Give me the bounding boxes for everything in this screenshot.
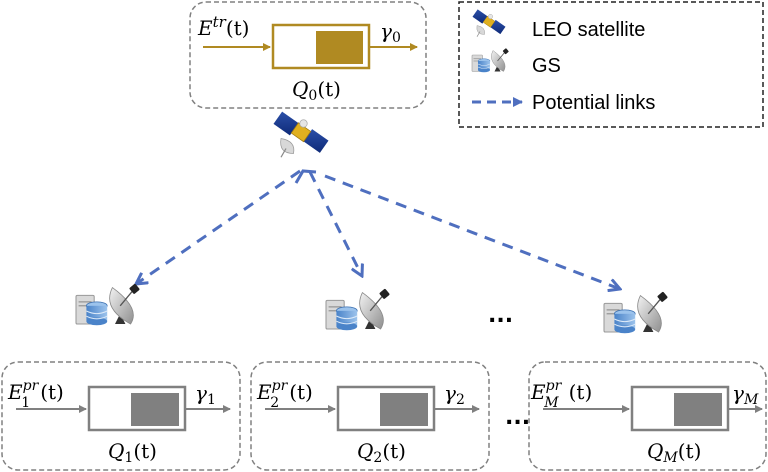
svg-text:γ2: γ2 (444, 381, 465, 408)
legend-label-links: Potential links (532, 92, 655, 114)
legend-label-satellite: LEO satellite (532, 19, 645, 41)
svg-text:Q1(t): Q1(t) (108, 439, 157, 466)
legend-border (458, 1, 764, 128)
satellite-queue-border (189, 1, 427, 109)
satellite-output-label: γ0 (380, 19, 401, 46)
satellite-queue-fill (316, 31, 363, 64)
link-to-gs-m (324, 174, 620, 289)
potential-links (136, 169, 620, 289)
leo-satellite-icon (272, 110, 330, 158)
svg-text:γ1: γ1 (195, 381, 216, 408)
legend: LEO satellite GS Potential links (458, 1, 764, 128)
satellite-input-label: Etr(t) (197, 13, 249, 40)
link-to-gs-1 (136, 169, 301, 284)
link-origin-arrowhead (294, 169, 317, 184)
ground-station-1-icon (75, 282, 141, 326)
legend-label-gs: GS (532, 55, 561, 77)
svg-text:QM(t): QM(t) (647, 439, 701, 466)
svg-text:Q2(t): Q2(t) (357, 439, 406, 466)
svg-text:γM: γM (732, 381, 759, 408)
satellite-queue-label: Q0(t) (292, 77, 341, 104)
queue-ellipsis: ... (505, 405, 530, 430)
ground-station-2-icon (325, 287, 391, 331)
gs-ellipsis: ... (488, 303, 513, 328)
satellite-queue-group: Etr(t) γ0 Q0(t) (189, 1, 427, 109)
link-to-gs-2 (308, 171, 362, 276)
ground-station-m-icon (603, 290, 669, 334)
